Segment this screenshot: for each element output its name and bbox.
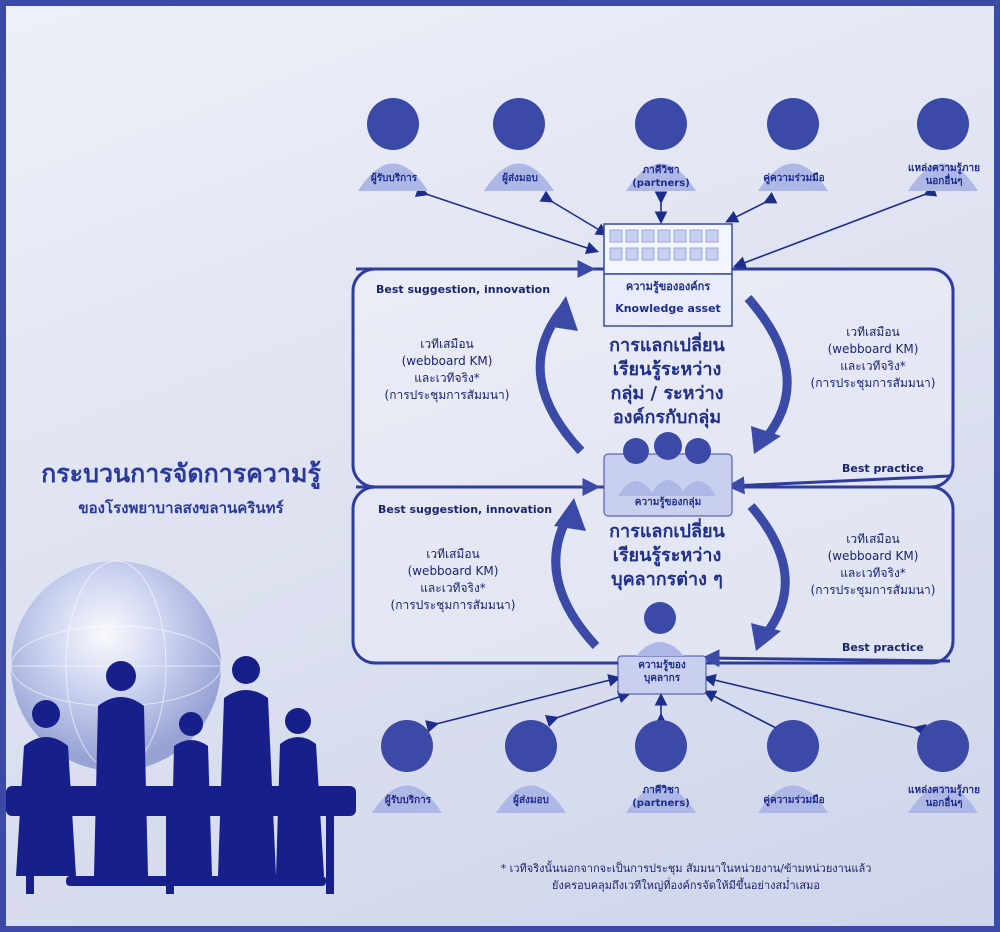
bottom-label-external-sources: แหล่งความรู้ภายนอกอื่นๆ (908, 785, 980, 809)
meeting-silhouette-illustration (6, 560, 356, 894)
bottom-label-suppliers: ผู้ส่งมอบ (513, 795, 549, 806)
top-label-partners: ภาคีวิชา (partners) (632, 165, 690, 189)
knowledge-asset-label-th: ความรู้ขององค์กร (625, 280, 711, 293)
title-line-2: ของโรงพยาบาลสงขลานครินทร์ (78, 499, 284, 517)
top-label-service-recipients: ผู้รับบริการ (370, 173, 418, 184)
personnel-knowledge-node (617, 602, 707, 695)
top-stakeholder-icons (358, 98, 978, 191)
top-label-external-sources: แหล่งความรู้ภายนอกอื่นๆ (908, 163, 980, 187)
bottom-label-partners: ภาคีวิชา (partners) (632, 785, 690, 809)
arrow-best-practice-upper (726, 474, 951, 495)
downward-curved-arrow-lower (747, 503, 790, 637)
bottom-label-collaborators: คู่ความร่วมมือ (763, 795, 825, 806)
bottom-stakeholder-icons (372, 720, 978, 813)
forum-text-lower-left: เวทีเสมือน (webboard KM) และเวทีจริง* (ก… (390, 547, 516, 612)
arrow-best-practice-lower (701, 649, 951, 668)
diagram-title: กระบวนการจัดการความรู้ ของโรงพยาบาลสงขลา… (26, 454, 336, 520)
forum-text-upper-right: เวทีเสมือน (webboard KM) และเวทีจริง* (ก… (810, 325, 936, 390)
lower-exchange-text: การแลกเปลี่ยน เรียนรู้ระหว่าง บุคลากรต่า… (609, 521, 725, 590)
bottom-label-service-recipients: ผู้รับบริการ (384, 795, 432, 806)
knowledge-asset-building-icon (603, 223, 733, 327)
group-knowledge-node (603, 432, 733, 517)
footnote: * เวทีจริงนั้นนอกจากจะเป็นการประชุม สัมม… (500, 862, 872, 892)
personnel-knowledge-label: ความรู้ของ บุคลากร (638, 660, 686, 684)
forum-text-lower-right: เวทีเสมือน (webboard KM) และเวทีจริง* (ก… (810, 532, 936, 597)
best-suggestion-lower-label: Best suggestion, innovation (378, 503, 553, 516)
diagram-connectors (351, 98, 978, 813)
top-label-suppliers: ผู้ส่งมอบ (502, 173, 538, 184)
group-knowledge-label: ความรู้ของกลุ่ม (634, 497, 702, 508)
best-suggestion-upper-label: Best suggestion, innovation (376, 283, 551, 296)
title-line-1: กระบวนการจัดการความรู้ (41, 459, 321, 488)
upper-exchange-text: การแลกเปลี่ยน เรียนรู้ระหว่าง กลุ่ม / ระ… (609, 335, 725, 428)
top-label-collaborators: คู่ความร่วมมือ (763, 173, 825, 184)
downward-curved-arrow-upper (744, 295, 792, 441)
best-practice-upper-label: Best practice (842, 462, 924, 475)
best-practice-lower-label: Best practice (842, 641, 924, 654)
people-silhouettes (6, 656, 356, 894)
forum-text-upper-left: เวทีเสมือน (webboard KM) และเวทีจริง* (ก… (384, 337, 510, 402)
knowledge-asset-label-en: Knowledge asset (615, 302, 721, 315)
